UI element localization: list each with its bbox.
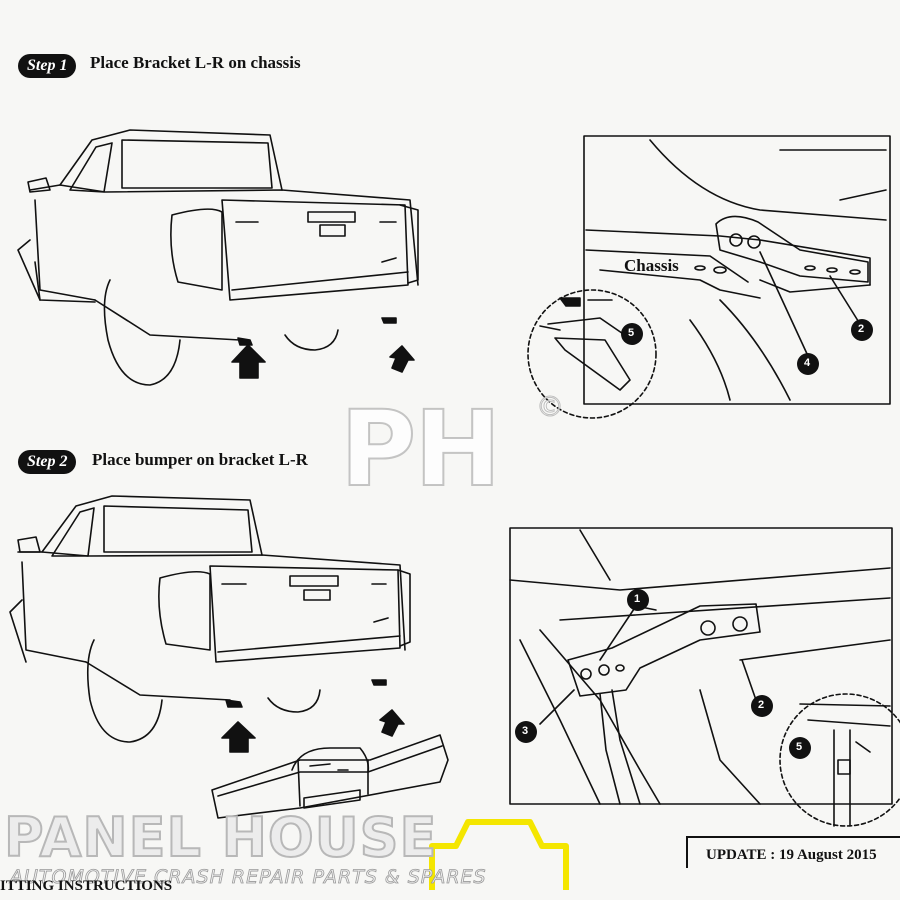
step-1-badge: Step 1 [18,54,77,78]
step-2-badge: Step 2 [18,450,77,474]
step-2-title: Place bumper on bracket L-R [92,450,308,469]
ph-watermark: PH © [339,387,565,511]
copyright-symbol: © [536,390,565,424]
callout-1-step2: 1 [634,593,641,605]
truck-illustration-step1 [17,129,419,386]
magnified-detail-step2 [779,693,900,827]
update-date-box: UPDATE : 19 August 2015 [686,836,900,868]
chassis-label: Chassis [624,256,679,275]
detail-box-step1 [583,135,891,405]
ph-watermark-text: PH [339,387,502,511]
rear-bumper-illustration [211,734,449,819]
step-1-title: Place Bracket L-R on chassis [90,53,301,72]
callout-2-step2: 2 [758,699,765,711]
detail-box-step2 [509,527,893,805]
callout-5-step2: 5 [796,741,803,753]
callout-3-step2: 3 [522,725,529,737]
callout-4-step1: 4 [804,357,811,369]
callout-markers [515,319,873,759]
callout-5-step1: 5 [628,327,635,339]
brand-name: PANEL HOUSE [3,805,438,870]
car-logo-icon [429,819,569,890]
fitting-instructions-footer: ITTING INSTRUCTIONS [0,878,173,894]
magnified-detail-step1 [527,289,657,419]
callout-2-step1: 2 [858,323,865,335]
brand-tagline: AUTOMOTIVE CRASH REPAIR PARTS & SPARES [10,866,487,889]
truck-illustration-step2 [9,495,411,753]
